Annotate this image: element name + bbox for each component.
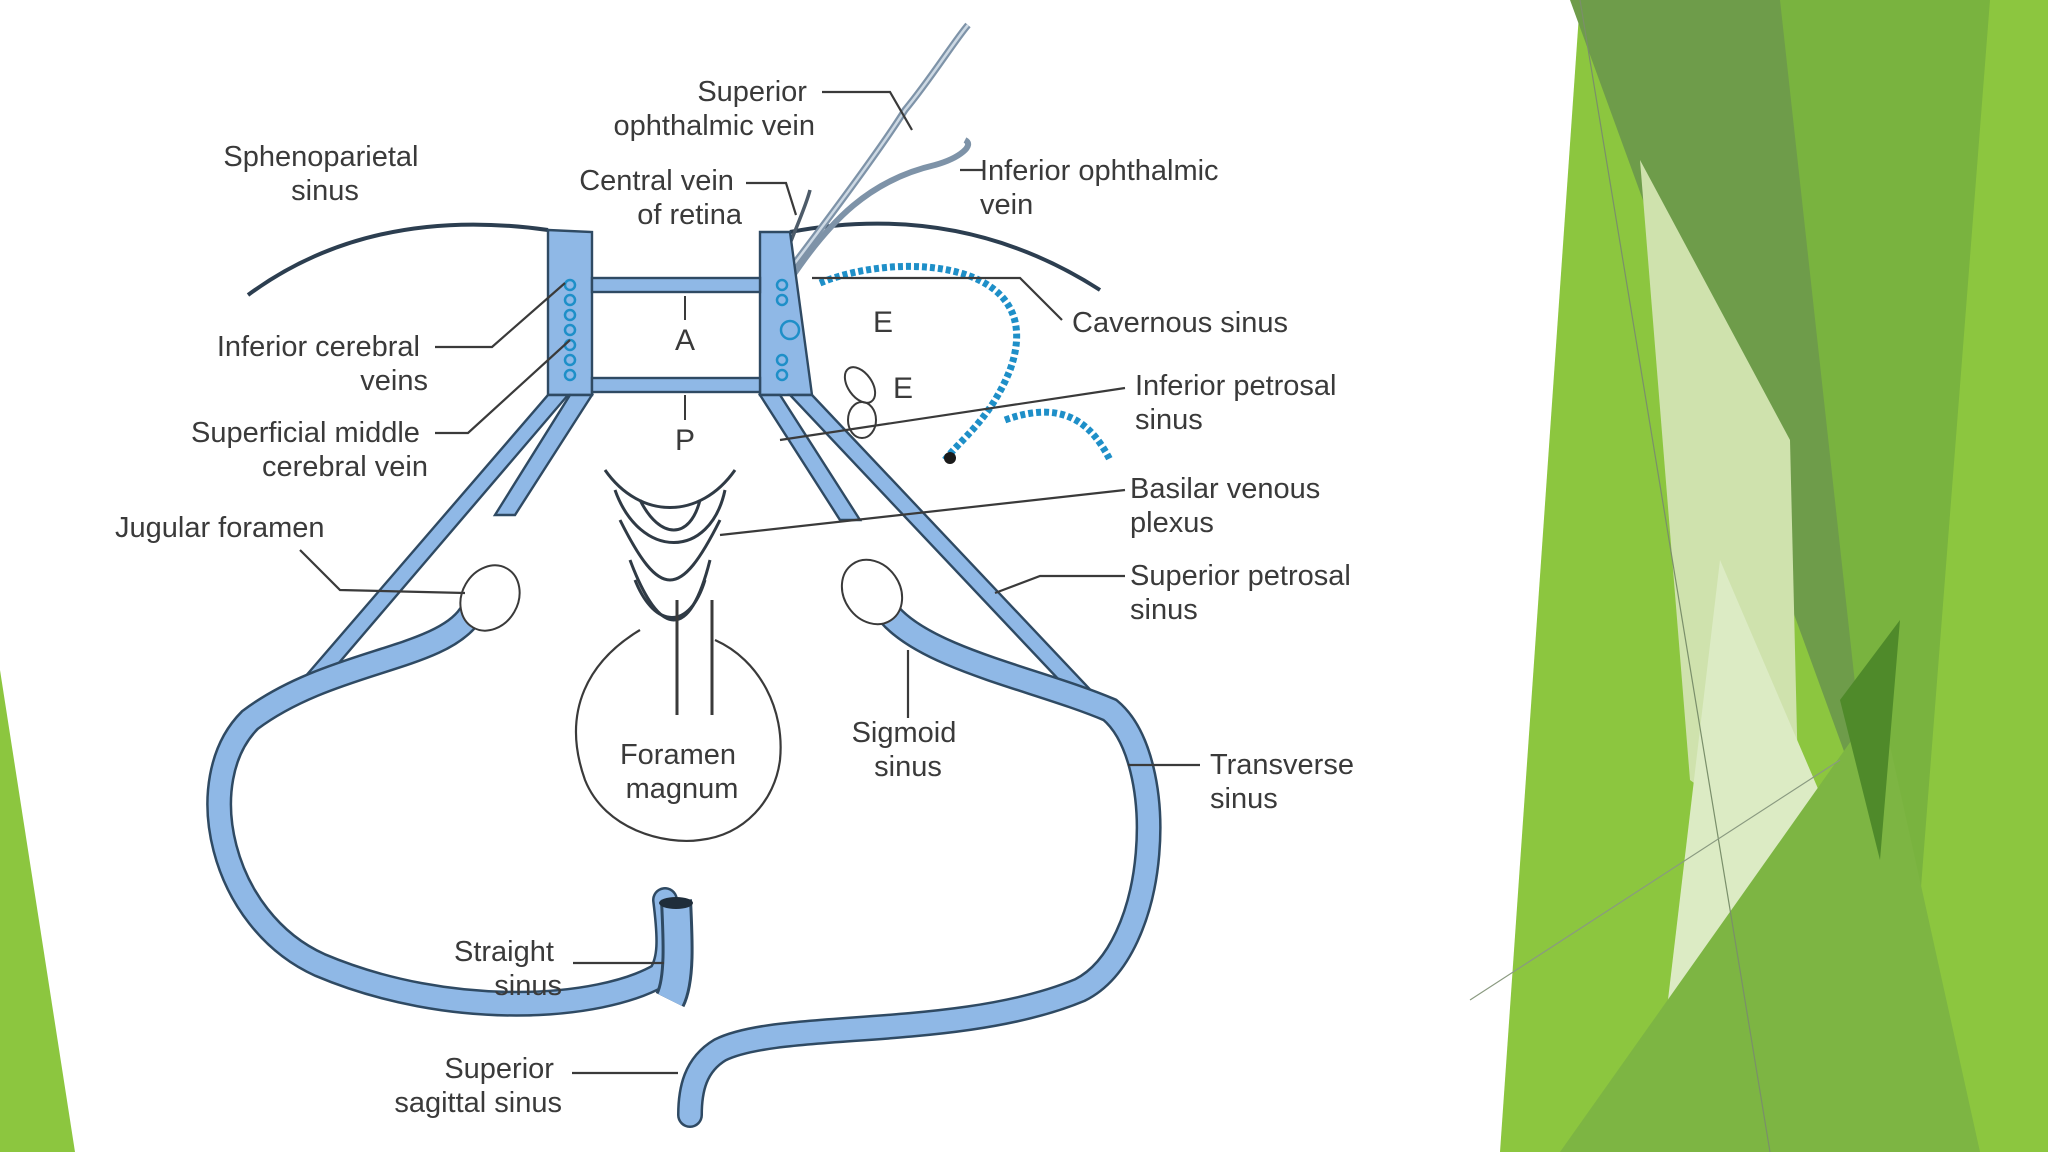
superior-ophthalmic-vein-core xyxy=(781,24,969,281)
letter-p: P xyxy=(675,424,695,457)
letter-e-upper: E xyxy=(873,306,893,339)
straight-sinus-fill xyxy=(658,899,691,1006)
left-inferior-petrosal-sinus xyxy=(492,393,595,517)
leader-lines xyxy=(299,90,1200,1075)
label-jugular-foramen: Jugular foramen xyxy=(115,512,325,544)
sphenoparietal-sinus-left xyxy=(246,222,549,297)
left-jugular-foramen xyxy=(459,564,521,632)
blue-dotted-end xyxy=(944,452,956,464)
foramen-magnum xyxy=(575,629,782,842)
dural-venous-sinus-diagram: A P E E xyxy=(115,22,1362,1128)
right-jugular-foramen xyxy=(840,558,904,626)
emissary-vein-upper xyxy=(843,366,877,404)
blue-dotted-arc xyxy=(818,262,1021,463)
label-straight-sinus: Straight sinus xyxy=(454,936,562,1002)
label-inferior-ophthalmic-vein: Inferior ophthalmic vein xyxy=(980,155,1227,221)
emissary-vein-lower xyxy=(847,401,877,439)
label-sphenoparietal-sinus: Sphenoparietal sinus xyxy=(223,141,426,207)
label-transverse-sinus: Transverse sinus xyxy=(1210,749,1362,815)
label-inferior-cerebral-veins: Inferior cerebral veins xyxy=(217,331,428,397)
label-central-vein-of-retina: Central vein of retina xyxy=(579,165,743,231)
right-transverse-sinus-fill xyxy=(679,604,1160,1126)
label-foramen-magnum: Foramen magnum xyxy=(620,739,744,805)
blue-dotted-arc-2 xyxy=(1003,408,1114,462)
label-sigmoid-sinus: Sigmoid sinus xyxy=(852,717,965,783)
label-superior-ophthalmic-vein: Superior ophthalmic vein xyxy=(614,76,816,142)
inferior-ophthalmic-vein xyxy=(787,137,972,282)
anterior-intercavernous-sinus xyxy=(590,276,762,294)
cavernous-dots-right xyxy=(775,278,801,382)
thin-guide-line-1 xyxy=(1579,0,1771,1152)
basilar-venous-plexus xyxy=(603,469,737,622)
left-green-triangle xyxy=(0,670,75,1152)
label-superior-petrosal-sinus: Superior petrosal sinus xyxy=(1130,560,1359,626)
letter-a: A xyxy=(675,324,695,357)
letter-e-lower: E xyxy=(893,372,913,405)
label-inferior-petrosal-sinus: Inferior petrosal sinus xyxy=(1135,370,1345,436)
right-mid-green-band xyxy=(1780,0,1990,900)
label-cavernous-sinus: Cavernous sinus xyxy=(1072,307,1288,339)
posterior-intercavernous-sinus xyxy=(590,376,762,394)
left-transverse-sinus-fill xyxy=(208,604,679,1015)
label-superior-sagittal-sinus: Superior sagittal sinus xyxy=(394,1053,562,1119)
right-deep-accent xyxy=(1840,620,1900,860)
label-superficial-middle-cerebral-vein: Superficial middle cerebral vein xyxy=(191,417,428,483)
thin-guide-line-2 xyxy=(1469,759,1841,1001)
straight-sinus-opening xyxy=(659,897,693,909)
label-basilar-venous-plexus: Basilar venous plexus xyxy=(1130,473,1328,539)
